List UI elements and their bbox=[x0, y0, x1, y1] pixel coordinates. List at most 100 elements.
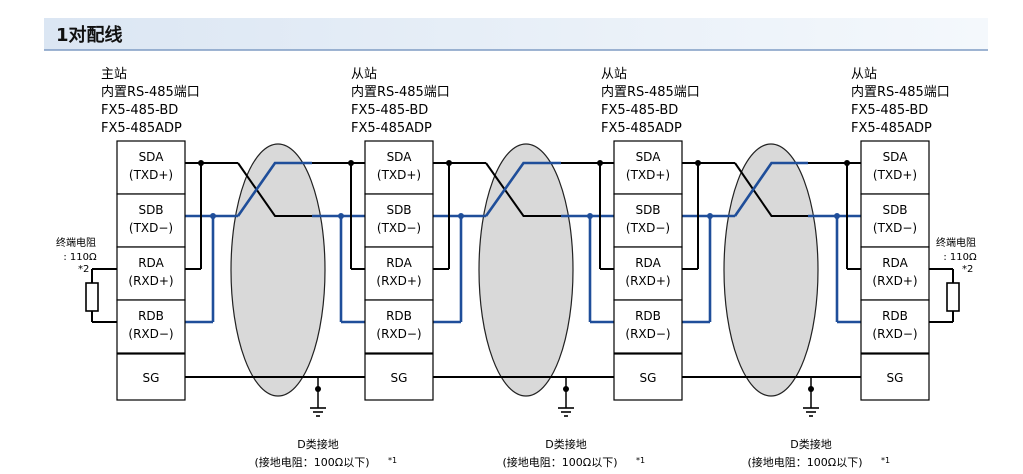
terminal-block: SDA(TXD+)SDB(TXD−)RDA(RXD+)RDB(RXD−)SG bbox=[116, 140, 186, 401]
ground-mark: *1 bbox=[388, 456, 397, 465]
station-model-adp: FX5-485ADP bbox=[101, 121, 182, 136]
station-header-2: 从站 内置RS-485端口 FX5-485-BD FX5-485ADP bbox=[601, 67, 700, 136]
terminal-signal: (TXD+) bbox=[129, 168, 173, 182]
junction-dot bbox=[834, 213, 840, 219]
terminal-name: RDA bbox=[635, 256, 661, 270]
terminal-signal: (TXD+) bbox=[626, 168, 670, 182]
junction-dot bbox=[587, 213, 593, 219]
junction-dot bbox=[844, 160, 850, 166]
terminal-signal: (RXD+) bbox=[872, 274, 917, 288]
wire-cross-black bbox=[734, 162, 808, 217]
junction-dot bbox=[446, 160, 452, 166]
cable-shield bbox=[230, 143, 326, 397]
terminal-cell-sda bbox=[613, 140, 683, 195]
wire-cross-black bbox=[485, 162, 561, 217]
terminal-cell-rdb bbox=[613, 299, 683, 354]
terminal-block: SDA(TXD+)SDB(TXD−)RDA(RXD+)RDB(RXD−)SG bbox=[613, 140, 683, 401]
terminal-name: SDB bbox=[635, 203, 660, 217]
junction-dot bbox=[695, 160, 701, 166]
resistor-note: *2 bbox=[78, 264, 89, 275]
station-role: 从站 bbox=[351, 67, 377, 82]
terminal-name: RDA bbox=[882, 256, 908, 270]
terminal-name: RDB bbox=[882, 309, 908, 323]
terminal-cell-sg bbox=[613, 353, 683, 401]
station-model-bd: FX5-485-BD bbox=[601, 103, 678, 118]
station-model-adp: FX5-485ADP bbox=[601, 121, 682, 136]
terminating-resistor: 终端电阻: 110Ω*2 bbox=[56, 236, 117, 323]
junction-dot bbox=[707, 213, 713, 219]
terminal-name: RDA bbox=[386, 256, 412, 270]
terminal-cell-rda bbox=[364, 246, 434, 301]
station-role: 从站 bbox=[851, 67, 877, 82]
terminal-cell-sdb bbox=[613, 193, 683, 248]
terminal-name: RDB bbox=[138, 309, 164, 323]
terminal-name: SDA bbox=[883, 150, 909, 164]
station-port: 内置RS-485端口 bbox=[351, 84, 450, 100]
junction-dot bbox=[338, 213, 344, 219]
wire-cross-blue bbox=[236, 161, 312, 217]
terminal-name: RDB bbox=[635, 309, 661, 323]
ground-label: D类接地 bbox=[790, 437, 831, 451]
terminal-signal: (RXD+) bbox=[625, 274, 670, 288]
terminal-signal: (TXD+) bbox=[873, 168, 917, 182]
resistor-note: *2 bbox=[962, 264, 973, 275]
ground-mark: *1 bbox=[881, 456, 890, 465]
terminal-name: SDA bbox=[636, 150, 662, 164]
junction-dot bbox=[348, 160, 354, 166]
title-bar bbox=[44, 18, 988, 50]
terminal-signal: (TXD−) bbox=[377, 221, 421, 235]
station-role: 主站 bbox=[101, 67, 127, 82]
terminal-name: RDB bbox=[386, 309, 412, 323]
terminal-signal: (RXD−) bbox=[128, 327, 173, 341]
terminal-signal: (TXD−) bbox=[626, 221, 670, 235]
terminal-name: RDA bbox=[138, 256, 164, 270]
station-port: 内置RS-485端口 bbox=[101, 84, 200, 100]
terminal-cell-sda bbox=[860, 140, 930, 195]
shield-group bbox=[230, 143, 819, 397]
station-header-1: 从站 内置RS-485端口 FX5-485-BD FX5-485ADP bbox=[351, 67, 450, 136]
wire-cross-black bbox=[237, 162, 312, 217]
ground-mark: *1 bbox=[636, 456, 645, 465]
terminating-resistor: 终端电阻 : 110Ω*2 bbox=[929, 236, 977, 323]
terminal-name: SDB bbox=[882, 203, 907, 217]
terminal-signal: (RXD+) bbox=[376, 274, 421, 288]
junction-dot bbox=[198, 160, 204, 166]
junction-dot bbox=[458, 213, 464, 219]
terminal-signal: (TXD−) bbox=[129, 221, 173, 235]
terminal-group: SDA (TXD+) SDB (TXD−) RDA (RXD+) RDB (RXD−) SG SD… bbox=[116, 140, 930, 401]
terminal-cell-sdb bbox=[116, 193, 186, 248]
terminal-signal: (RXD−) bbox=[625, 327, 670, 341]
terminal-name: SDB bbox=[386, 203, 411, 217]
terminal-cell-rda bbox=[613, 246, 683, 301]
terminal-cell-rda bbox=[860, 246, 930, 301]
terminal-cell-rdb bbox=[860, 299, 930, 354]
terminal-cell-sda bbox=[364, 140, 434, 195]
ground-symbol: D类接地(接地电阻：100Ω以下)*1 bbox=[255, 377, 397, 469]
ground-label: D类接地 bbox=[545, 437, 586, 451]
page-title: 1对配线 bbox=[56, 24, 123, 46]
terminal-name: SDA bbox=[387, 150, 413, 164]
ground-symbol: D类接地(接地电阻：100Ω以下)*1 bbox=[748, 377, 890, 469]
resistor-value: : 110Ω bbox=[63, 252, 97, 263]
station-model-adp: FX5-485ADP bbox=[851, 121, 932, 136]
resistor-label: 终端电阻 bbox=[936, 236, 976, 249]
terminal-cell-sda bbox=[116, 140, 186, 195]
station-model-bd: FX5-485-BD bbox=[351, 103, 428, 118]
station-header-0: 主站 内置RS-485端口 FX5-485-BD FX5-485ADP bbox=[101, 67, 200, 136]
terminal-signal: (RXD−) bbox=[872, 327, 917, 341]
station-model-bd: FX5-485-BD bbox=[101, 103, 178, 118]
junction-dot bbox=[210, 213, 216, 219]
terminal-name: SG bbox=[887, 371, 904, 385]
station-role: 从站 bbox=[601, 67, 627, 82]
terminal-signal: (TXD+) bbox=[377, 168, 421, 182]
junction-dot bbox=[597, 160, 603, 166]
terminal-name: SDB bbox=[138, 203, 163, 217]
resistor-value: : 110Ω bbox=[943, 252, 977, 263]
terminal-block: SDA(TXD+)SDB(TXD−)RDA(RXD+)RDB(RXD−)SG bbox=[860, 140, 930, 401]
station-port: 内置RS-485端口 bbox=[851, 84, 950, 100]
ground-note: (接地电阻：100Ω以下) bbox=[503, 456, 618, 469]
terminal-name: SG bbox=[143, 371, 160, 385]
terminal-cell-rda bbox=[116, 246, 186, 301]
